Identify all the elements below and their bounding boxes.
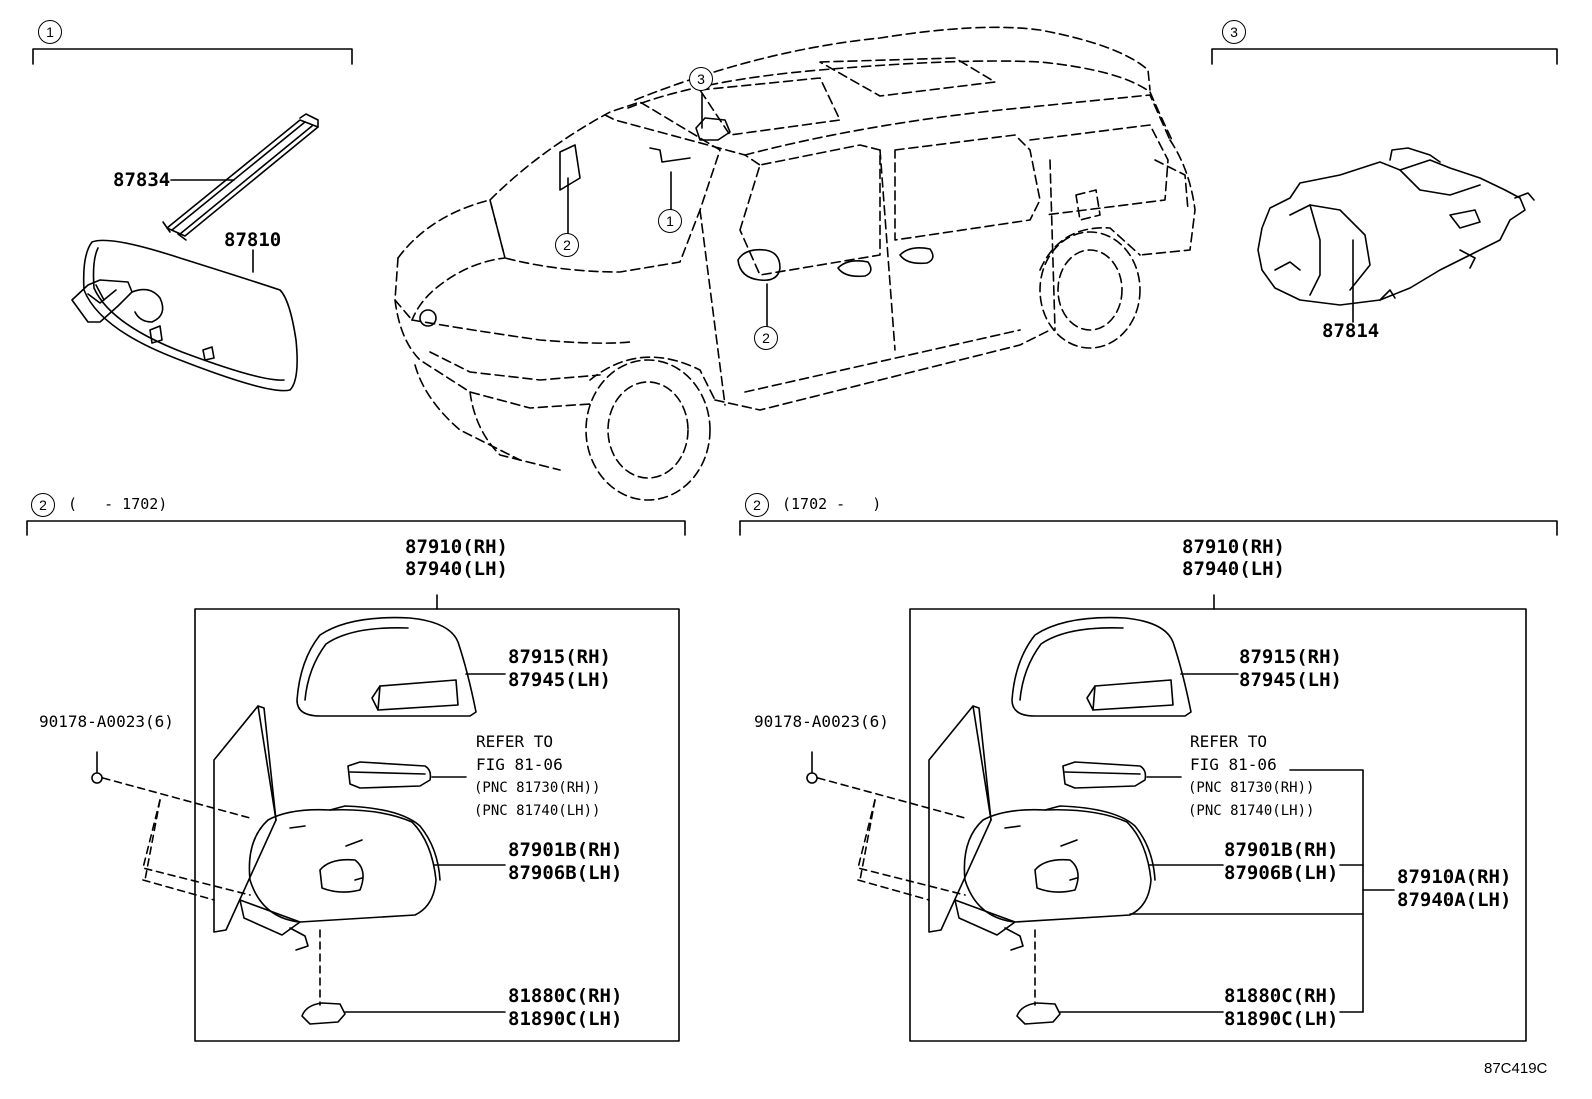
section-3-marker: 3 xyxy=(1222,20,1246,44)
left-pnc-lh: (PNC 81740(LH)) xyxy=(474,803,601,819)
left-mirror-body xyxy=(239,805,441,951)
car-callout-2-windshield: 2 xyxy=(555,233,579,257)
right-mirror-cover xyxy=(1011,616,1192,717)
right-lamp-lh: 81890C(LH) xyxy=(1224,1008,1339,1030)
right-pnc-lh: (PNC 81740(LH)) xyxy=(1188,803,1315,819)
left-body-lh: 87906B(LH) xyxy=(508,862,623,884)
car-callout-3: 3 xyxy=(689,67,713,91)
right-refer-fig: FIG 81-06 xyxy=(1190,755,1277,774)
left-lamp-lh: 81890C(LH) xyxy=(508,1008,623,1030)
right-assy-rh: 87910(RH) xyxy=(1182,536,1285,558)
right-lower-lamp xyxy=(1016,1002,1061,1025)
car-callout-2-door: 2 xyxy=(754,326,778,350)
right-cover-lh: 87945(LH) xyxy=(1239,669,1342,691)
left-cover-rh: 87915(RH) xyxy=(508,646,611,668)
right-lamp-rh: 81880C(RH) xyxy=(1224,985,1339,1007)
sub-assembly-bracket xyxy=(1129,769,1395,1013)
left-assy-lh: 87940(LH) xyxy=(405,558,508,580)
vehicle-details xyxy=(419,117,934,327)
part-87810: 87810 xyxy=(224,229,282,251)
diagram-code: 87C419C xyxy=(1484,1060,1548,1077)
left-pnc-rh: (PNC 81730(RH)) xyxy=(474,780,601,796)
right-body-lh: 87906B(LH) xyxy=(1224,862,1339,884)
car-callout-1: 1 xyxy=(658,209,682,233)
section-2b-range: (1702 - ) xyxy=(782,495,882,513)
right-pnc-rh: (PNC 81730(RH)) xyxy=(1188,780,1315,796)
part-87834: 87834 xyxy=(113,169,171,191)
right-screw xyxy=(806,772,818,784)
left-lower-lamp xyxy=(301,1002,346,1025)
right-refer-to: REFER TO xyxy=(1190,732,1268,751)
right-screw-label: 90178-A0023(6) xyxy=(754,712,889,731)
right-sub-rh: 87910A(RH) xyxy=(1397,866,1512,888)
left-dashed-guides xyxy=(102,777,321,1006)
left-refer-to: REFER TO xyxy=(476,732,554,751)
left-cover-lh: 87945(LH) xyxy=(508,669,611,691)
section-2b-marker: 2 xyxy=(745,493,769,517)
left-mirror-cover xyxy=(296,616,477,717)
left-body-rh: 87901B(RH) xyxy=(508,839,623,861)
left-mirror-glass xyxy=(213,705,277,933)
right-mirror-glass xyxy=(928,705,992,933)
right-panel-box xyxy=(909,608,1527,1042)
left-assy-rh: 87910(RH) xyxy=(405,536,508,558)
part-87814: 87814 xyxy=(1322,320,1380,342)
right-body-rh: 87901B(RH) xyxy=(1224,839,1339,861)
right-turn-lamp xyxy=(1062,761,1147,789)
section-1-marker: 1 xyxy=(38,20,62,44)
left-lamp-rh: 81880C(RH) xyxy=(508,985,623,1007)
right-assy-lh: 87940(LH) xyxy=(1182,558,1285,580)
right-mirror-body xyxy=(954,805,1156,951)
section-2a-marker: 2 xyxy=(31,493,55,517)
left-turn-lamp xyxy=(347,761,432,789)
right-sub-lh: 87940A(LH) xyxy=(1397,889,1512,911)
right-cover-rh: 87915(RH) xyxy=(1239,646,1342,668)
left-refer-fig: FIG 81-06 xyxy=(476,755,563,774)
section-2a-range: ( - 1702) xyxy=(68,495,168,513)
left-screw xyxy=(91,772,103,784)
inner-mirror-drawing xyxy=(71,113,319,392)
vehicle-outline xyxy=(394,26,1196,501)
right-dashed-guides xyxy=(817,777,1036,1006)
left-screw-label: 90178-A0023(6) xyxy=(39,712,174,731)
section-brackets xyxy=(26,48,1558,536)
overhead-console-drawing xyxy=(1257,147,1535,306)
